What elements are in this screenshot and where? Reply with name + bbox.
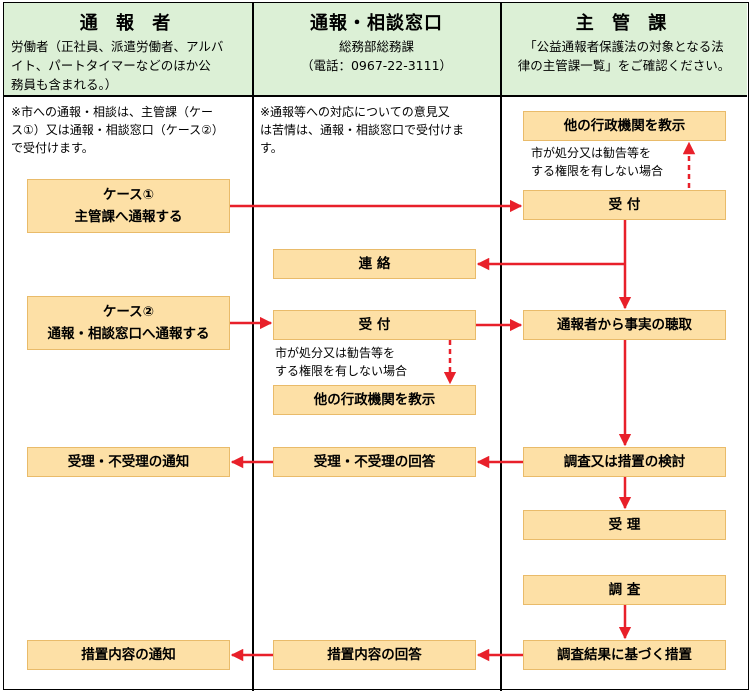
column-subtitle-desk: 総務部総務課 （電話：0967-22-3111） <box>300 39 453 73</box>
column-title-desk: 通報・相談窓口 <box>310 13 443 34</box>
note-reporter: ※市への通報・相談は、主管課（ケー ス①）又は通報・相談窓口（ケース②） で受付… <box>11 105 224 155</box>
box-review: 調査又は措置の検討 <box>523 447 726 477</box>
box-measure: 調査結果に基づく措置 <box>523 640 726 670</box>
box-desk-refer: 他の行政機関を教示 <box>273 385 476 415</box>
header-reporter: 通 報 者 労働者（正社員、派遣労働者、アルバ イト、パートタイマーなどのほか公… <box>4 3 252 95</box>
box-dept-refer: 他の行政機関を教示 <box>523 111 726 141</box>
column-divider-2 <box>500 3 502 691</box>
box-notice-measure: 措置内容の通知 <box>27 640 230 670</box>
box-hearing: 通報者から事実の聴取 <box>523 310 726 340</box>
box-desk-reply-measure: 措置内容の回答 <box>273 640 476 670</box>
column-divider-1 <box>252 3 254 691</box>
header-divider <box>4 95 747 97</box>
column-title-dept: 主 管 課 <box>575 13 673 34</box>
flow-diagram-frame: 通 報 者 労働者（正社員、派遣労働者、アルバ イト、パートタイマーなどのほか公… <box>3 2 749 691</box>
box-contact: 連 絡 <box>273 249 476 279</box>
box-desk-reply-accept: 受理・不受理の回答 <box>273 447 476 477</box>
header-bg-dept <box>501 3 747 95</box>
header-bg-desk <box>253 3 500 95</box>
note-desk: ※通報等への対応についての意見又 は苦情は、通報・相談窓口で受付けま す。 <box>260 105 465 155</box>
box-investigate: 調 査 <box>523 575 726 605</box>
box-desk-receive: 受 付 <box>273 310 476 340</box>
column-title-reporter: 通 報 者 <box>79 13 177 34</box>
header-dept: 主 管 課 「公益通報者保護法の対象となる法 律の主管課一覧」をご確認ください。 <box>501 3 747 95</box>
box-accept: 受 理 <box>523 510 726 540</box>
box-notice-accept: 受理・不受理の通知 <box>27 447 230 477</box>
column-subtitle-reporter: 労働者（正社員、派遣労働者、アルバ イト、パートタイマーなどのほか公 務員も含ま… <box>11 39 224 92</box>
box-dept-receive: 受 付 <box>523 190 726 220</box>
header-bg-reporter <box>4 3 252 95</box>
column-subtitle-dept: 「公益通報者保護法の対象となる法 律の主管課一覧」をご確認ください。 <box>517 39 731 73</box>
condition-desk: 市が処分又は勧告等を する権限を有しない場合 <box>275 346 408 378</box>
condition-dept: 市が処分又は勧告等を する権限を有しない場合 <box>531 146 664 178</box>
header-desk: 通報・相談窓口 総務部総務課 （電話：0967-22-3111） <box>253 3 500 95</box>
